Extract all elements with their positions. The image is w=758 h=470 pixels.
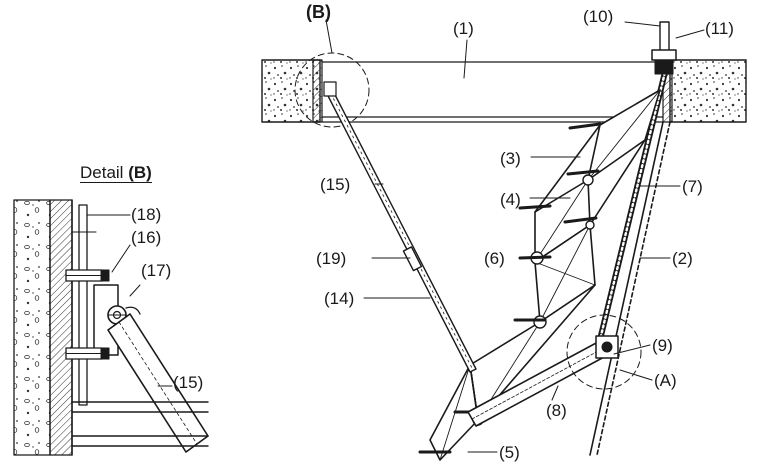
detail-mounting-plate xyxy=(78,204,88,406)
label-2: (2) xyxy=(672,249,693,268)
detail-bolt-lower xyxy=(65,347,110,360)
label-17: (17) xyxy=(141,261,172,280)
detail-title-id: (B) xyxy=(128,163,152,182)
label-10: (10) xyxy=(583,7,614,26)
strut-rod xyxy=(323,81,477,373)
label-16: (16) xyxy=(131,228,162,247)
label-6: (6) xyxy=(484,249,505,268)
ceiling-slab-right xyxy=(669,59,747,123)
detail-concrete-wall xyxy=(13,199,51,456)
spring-anchor-bolt xyxy=(651,21,677,75)
ceiling-slab-left xyxy=(261,59,321,123)
label-15: (15) xyxy=(320,175,351,194)
label-3: (3) xyxy=(500,149,521,168)
detail-bolt-upper xyxy=(65,269,110,282)
label-1: (1) xyxy=(453,19,474,38)
hatch-lid xyxy=(589,121,671,456)
label-19: (19) xyxy=(316,249,347,268)
spring xyxy=(595,65,669,351)
label-b-top: (B) xyxy=(306,2,331,22)
label-14: (14) xyxy=(324,289,355,308)
label-7: (7) xyxy=(682,177,703,196)
label-18: (18) xyxy=(131,205,162,224)
turnbuckle-19 xyxy=(402,246,423,272)
detail-title-prefix: Detail xyxy=(80,163,124,182)
label-4: (4) xyxy=(500,190,521,209)
detail-frame-board xyxy=(49,199,73,456)
frame-left xyxy=(312,59,323,123)
label-9: (9) xyxy=(652,336,673,355)
detail-a-marker xyxy=(566,314,642,390)
label-5: (5) xyxy=(499,443,520,462)
label-detail-15: (15) xyxy=(173,373,204,392)
detail-b-title: Detail (B) xyxy=(80,164,152,183)
label-11: (11) xyxy=(705,19,734,38)
main-drawing xyxy=(261,19,747,461)
label-a: (A) xyxy=(654,371,677,390)
detail-b-drawing xyxy=(13,199,209,456)
label-8: (8) xyxy=(546,401,567,420)
hinge-a xyxy=(566,314,642,390)
folding-ladder xyxy=(429,89,661,461)
